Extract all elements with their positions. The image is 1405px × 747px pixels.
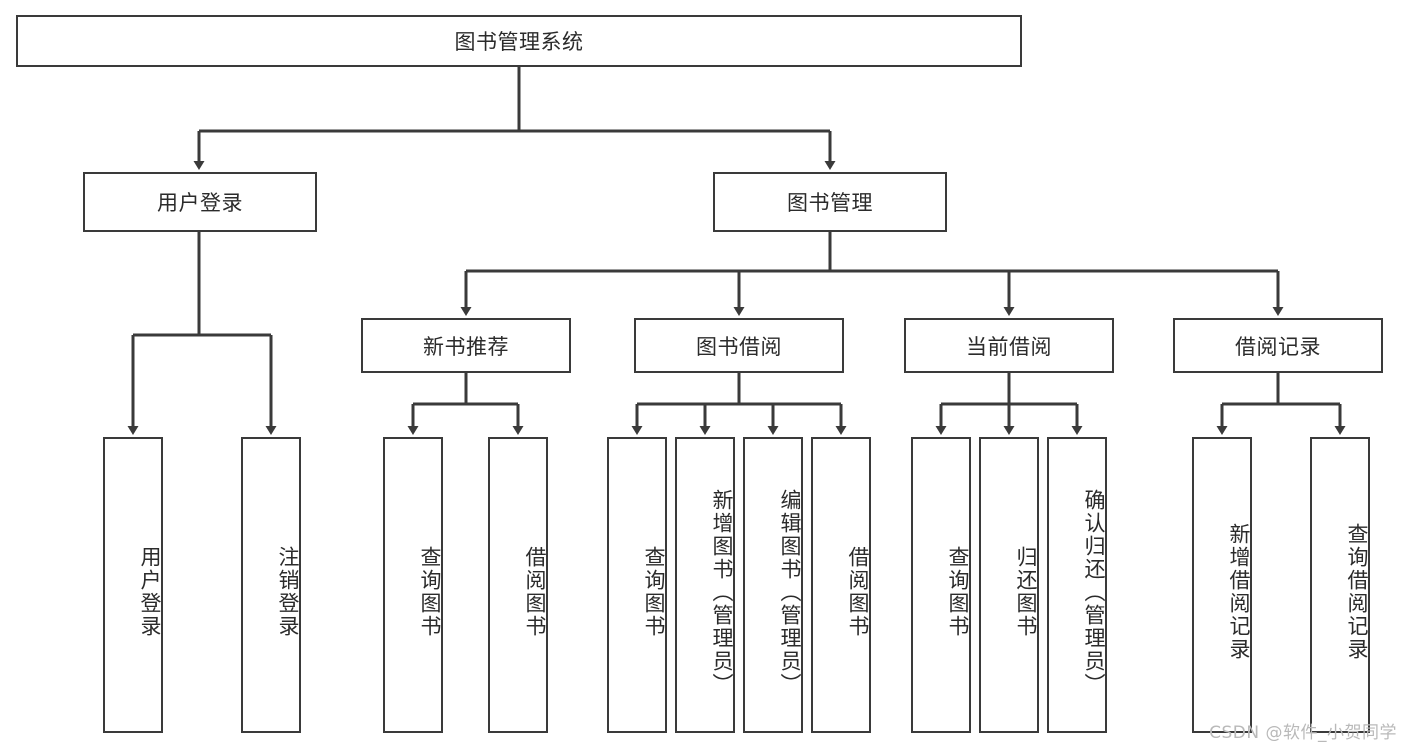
node-current-borrow[interactable]: 当前借阅	[904, 318, 1114, 373]
watermark-text: CSDN @软件_小贺同学	[1209, 723, 1397, 743]
leaf-label: 编辑图书（管理员）	[778, 488, 802, 696]
node-new-book-recommend-label: 新书推荐	[423, 334, 509, 359]
leaf-add-borrow-record[interactable]: 新增借阅记录	[1192, 437, 1252, 733]
leaf-edit-book-admin[interactable]: 编辑图书（管理员）	[743, 437, 803, 733]
leaf-borrow-book[interactable]: 借阅图书	[811, 437, 871, 733]
leaf-label: 借阅图书	[846, 546, 870, 638]
leaf-label: 查询图书	[946, 546, 970, 638]
leaf-label: 注销登录	[276, 546, 300, 638]
leaf-query-book-borrow[interactable]: 查询图书	[607, 437, 667, 733]
node-book-borrow[interactable]: 图书借阅	[634, 318, 844, 373]
leaf-add-book-admin[interactable]: 新增图书（管理员）	[675, 437, 735, 733]
node-current-borrow-label: 当前借阅	[966, 334, 1052, 359]
leaf-label: 确认归还（管理员）	[1082, 488, 1106, 696]
leaf-return-book[interactable]: 归还图书	[979, 437, 1039, 733]
node-user-login-label: 用户登录	[157, 191, 243, 215]
leaf-label: 查询借阅记录	[1345, 523, 1369, 661]
leaf-label: 查询图书	[418, 546, 442, 638]
leaf-borrow-book-recommend[interactable]: 借阅图书	[488, 437, 548, 733]
node-new-book-recommend[interactable]: 新书推荐	[361, 318, 571, 373]
leaf-confirm-return-admin[interactable]: 确认归还（管理员）	[1047, 437, 1107, 733]
node-book-management[interactable]: 图书管理	[713, 172, 947, 232]
leaf-logout[interactable]: 注销登录	[241, 437, 301, 733]
node-root-label: 图书管理系统	[454, 30, 584, 54]
leaf-label: 借阅图书	[523, 546, 547, 638]
node-borrow-record[interactable]: 借阅记录	[1173, 318, 1383, 373]
leaf-user-login[interactable]: 用户登录	[103, 437, 163, 733]
node-book-management-label: 图书管理	[787, 191, 873, 215]
node-user-login[interactable]: 用户登录	[83, 172, 317, 232]
leaf-query-book-recommend[interactable]: 查询图书	[383, 437, 443, 733]
leaf-query-borrow-record[interactable]: 查询借阅记录	[1310, 437, 1370, 733]
leaf-label: 查询图书	[642, 546, 666, 638]
node-root[interactable]: 图书管理系统	[16, 15, 1022, 67]
node-borrow-record-label: 借阅记录	[1235, 334, 1321, 359]
leaf-label: 新增借阅记录	[1227, 523, 1251, 661]
leaf-label: 新增图书（管理员）	[710, 488, 734, 696]
leaf-query-book-current[interactable]: 查询图书	[911, 437, 971, 733]
leaf-label: 用户登录	[138, 546, 162, 638]
leaf-label: 归还图书	[1014, 546, 1038, 638]
node-book-borrow-label: 图书借阅	[696, 334, 782, 359]
